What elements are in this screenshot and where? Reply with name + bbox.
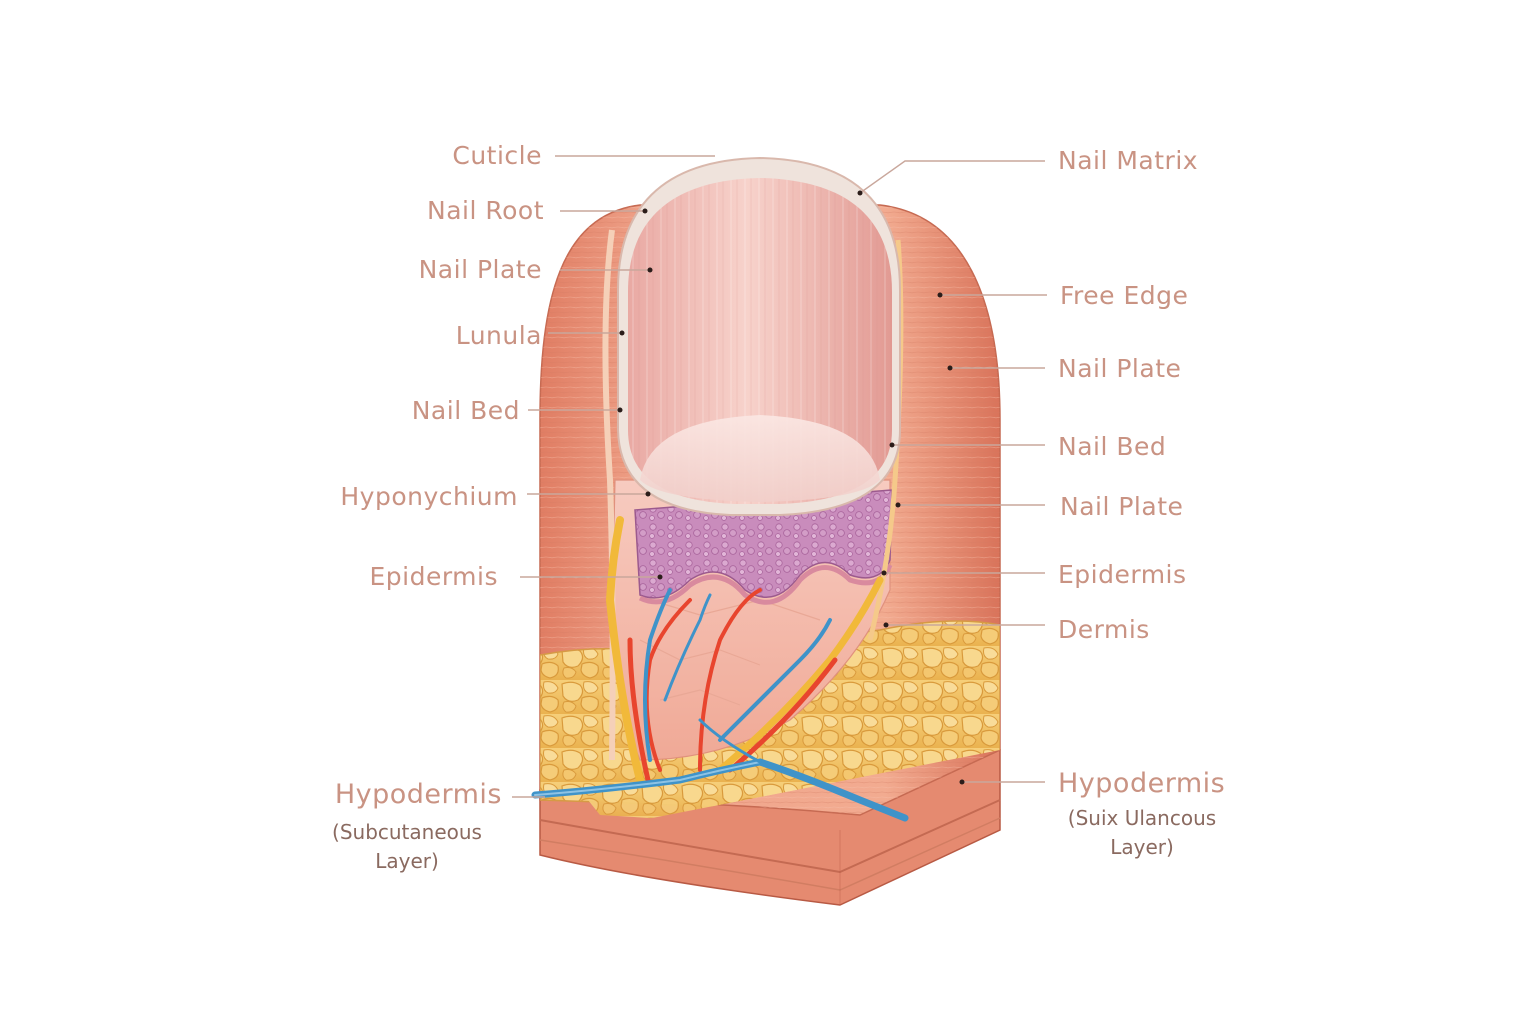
- sublabel-hypodermis-right: (Suix Ulancous Layer): [1067, 806, 1217, 859]
- leader-lines: [512, 155, 1047, 798]
- label-cuticle: Cuticle: [452, 141, 542, 170]
- label-lunula: Lunula: [455, 321, 542, 350]
- label-nail-bed-left: Nail Bed: [411, 396, 520, 425]
- sublabel-hypodermis-left: (Subcutaneous Layer): [332, 820, 482, 873]
- label-nail-matrix: Nail Matrix: [1058, 146, 1199, 175]
- label-nail-bed-right: Nail Bed: [1058, 432, 1167, 461]
- label-hypodermis-right: Hypodermis: [1058, 768, 1226, 799]
- label-nail-root: Nail Root: [427, 196, 544, 225]
- lunula: [640, 415, 880, 502]
- label-hypodermis-left: Hypodermis: [334, 779, 502, 810]
- epidermis-layer: [634, 489, 893, 599]
- label-epidermis-right: Epidermis: [1058, 560, 1187, 589]
- label-nail-plate-right-1: Nail Plate: [1058, 354, 1182, 383]
- nail-fold-left: [602, 229, 616, 761]
- label-nail-plate-left: Nail Plate: [418, 255, 542, 284]
- label-dermis: Dermis: [1058, 615, 1150, 644]
- label-hyponychium: Hyponychium: [340, 482, 518, 511]
- label-nail-plate-right-2: Nail Plate: [1060, 492, 1184, 521]
- leader-dots: [617, 190, 965, 785]
- blood-vessels: [531, 516, 909, 822]
- label-epidermis-left: Epidermis: [369, 562, 498, 591]
- label-free-edge: Free Edge: [1060, 281, 1189, 310]
